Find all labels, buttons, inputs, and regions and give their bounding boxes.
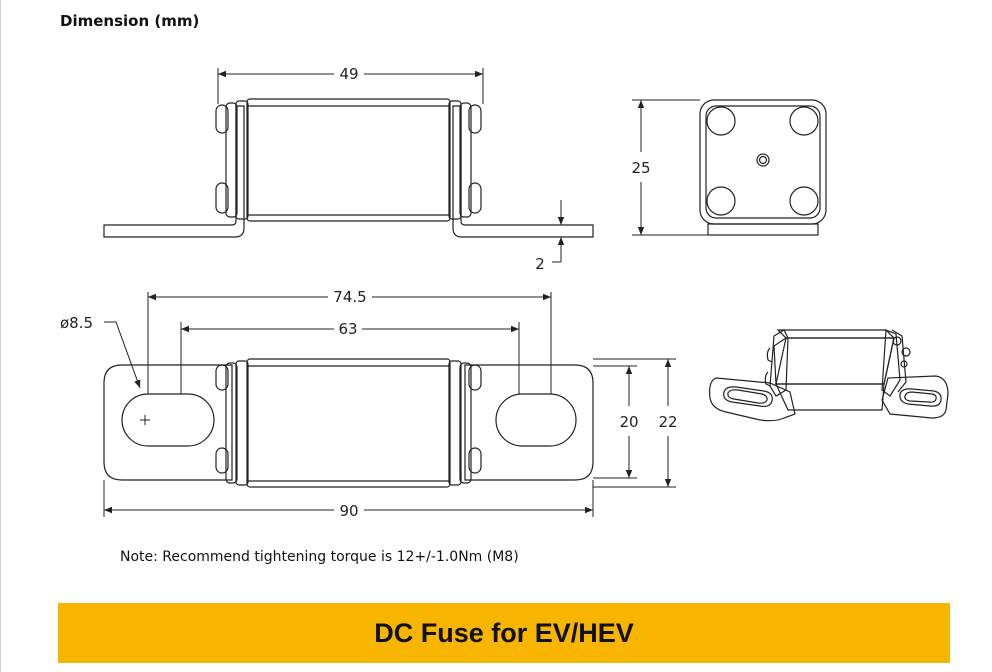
dim-63-label: 63 bbox=[338, 320, 357, 338]
front-view bbox=[103, 98, 594, 238]
dim-90-label: 90 bbox=[339, 502, 358, 520]
dim-2-label: 2 bbox=[535, 255, 545, 273]
side-view bbox=[699, 99, 827, 236]
dim-25-label: 25 bbox=[631, 159, 650, 177]
dim-diameter-label: ø8.5 bbox=[60, 314, 93, 332]
technical-drawing: 49 25 2 ø8.5 74.5 63 90 20 22 bbox=[60, 65, 949, 520]
dim-22-label: 22 bbox=[658, 413, 677, 431]
torque-note: Note: Recommend tightening torque is 12+… bbox=[120, 549, 519, 565]
dim-74-5-label: 74.5 bbox=[333, 288, 366, 306]
section-heading: Dimension (mm) bbox=[60, 12, 200, 30]
dim-49-label: 49 bbox=[339, 65, 358, 83]
banner-title: DC Fuse for EV/HEV bbox=[374, 617, 634, 648]
isometric-view bbox=[709, 329, 949, 422]
title-banner: DC Fuse for EV/HEV bbox=[58, 603, 950, 663]
dim-20-label: 20 bbox=[619, 413, 638, 431]
top-view bbox=[103, 358, 594, 488]
